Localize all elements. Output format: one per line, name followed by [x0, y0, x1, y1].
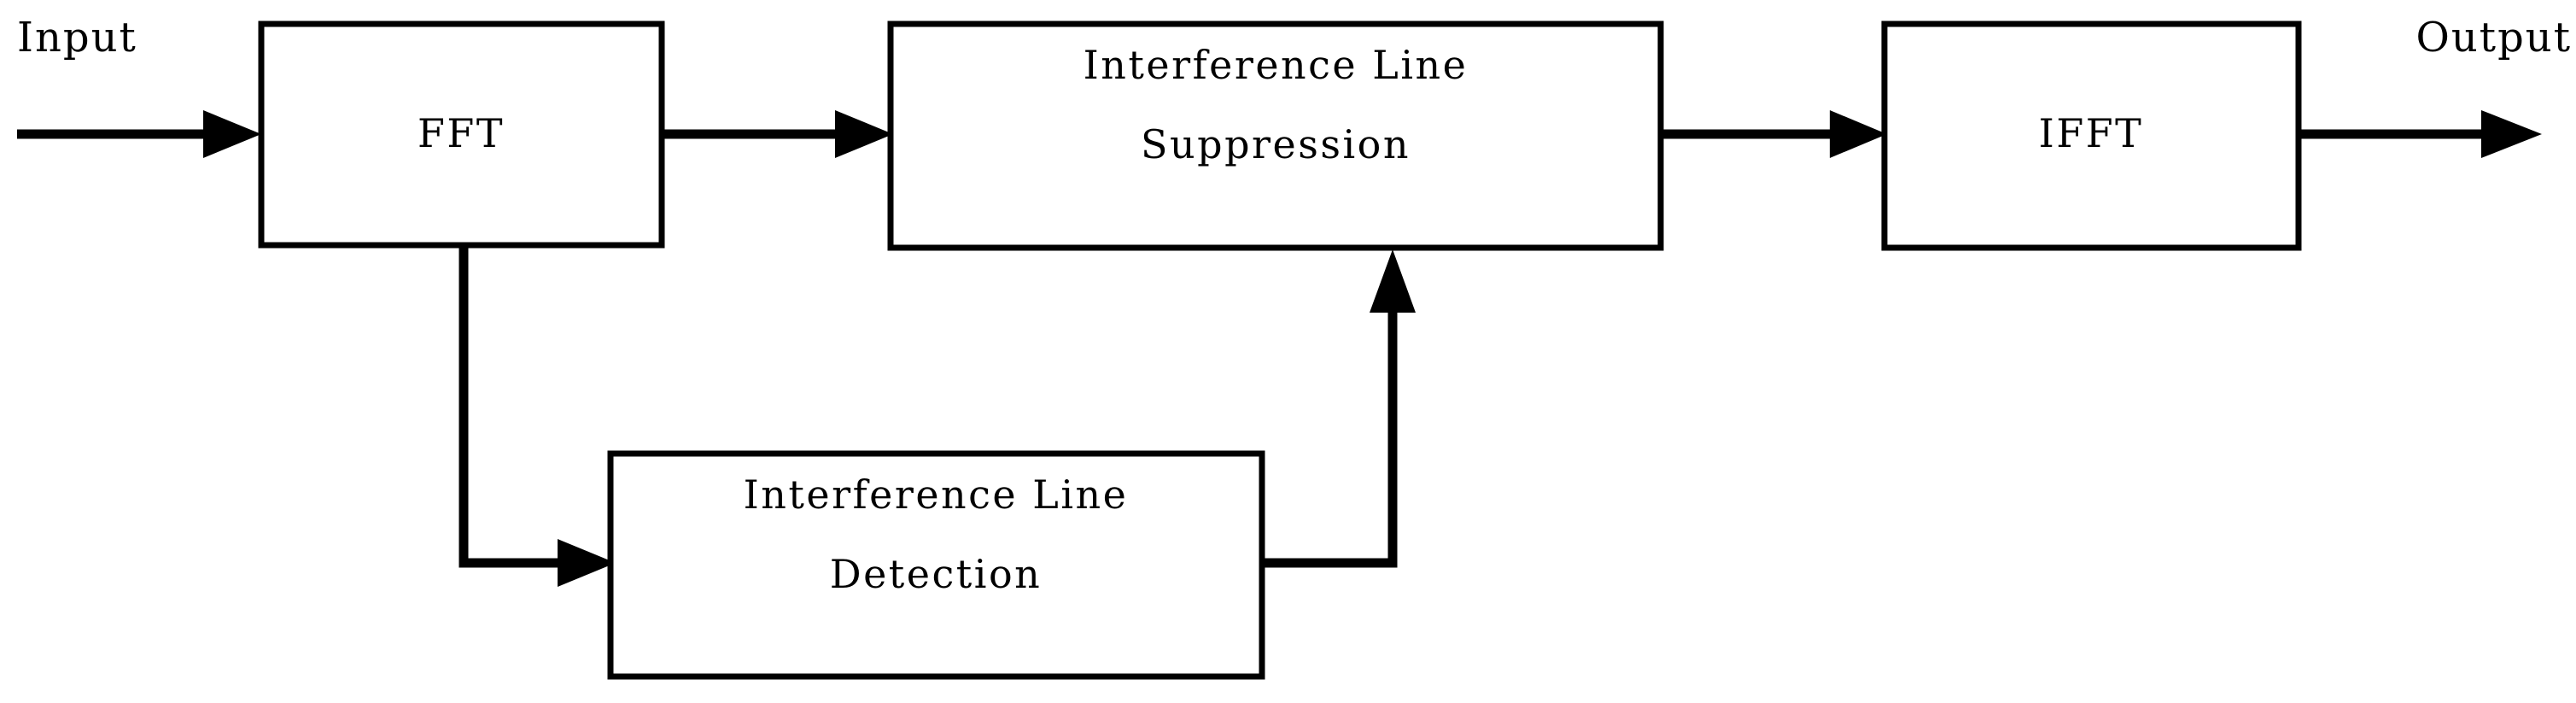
- block-detection-label-line-1: Interference Line: [744, 472, 1129, 518]
- connector-line: [459, 245, 564, 568]
- block-fft-label: FFT: [418, 110, 505, 156]
- connector-ifft-to-output: [2299, 110, 2542, 158]
- input-label: Input: [17, 14, 137, 62]
- block-suppression-label-line-2: Suppression: [1141, 121, 1411, 167]
- connector-detection-to-suppression: [1262, 249, 1416, 568]
- block-interference-line-detection[interactable]: Interference Line Detection: [607, 450, 1265, 680]
- arrow-head-icon: [558, 539, 616, 587]
- connector-suppression-to-ifft: [1661, 110, 1887, 158]
- block-fft-rect[interactable]: [258, 21, 665, 249]
- block-ifft-rect[interactable]: [1881, 21, 2302, 251]
- connector-input-to-fft: [17, 110, 261, 158]
- connector-line: [1262, 308, 1398, 568]
- arrow-head-icon: [1830, 110, 1887, 158]
- arrow-head-icon: [835, 110, 893, 158]
- connector-fft-to-suppression: [662, 110, 893, 158]
- arrow-head-icon: [2481, 110, 2542, 158]
- block-ifft[interactable]: IFFT: [1881, 21, 2302, 251]
- block-suppression-rect[interactable]: [887, 21, 1664, 251]
- connector-fft-to-detection: [459, 245, 616, 587]
- output-label: Output: [2416, 14, 2572, 62]
- arrow-head-icon: [203, 110, 261, 158]
- block-fft[interactable]: FFT: [258, 21, 665, 249]
- block-ifft-label: IFFT: [2039, 110, 2144, 156]
- arrow-head-icon: [1370, 249, 1416, 313]
- block-suppression-label-line-1: Interference Line: [1084, 42, 1469, 88]
- block-interference-line-suppression[interactable]: Interference Line Suppression: [887, 21, 1664, 251]
- block-detection-rect[interactable]: [607, 450, 1265, 680]
- block-detection-label-line-2: Detection: [830, 551, 1043, 597]
